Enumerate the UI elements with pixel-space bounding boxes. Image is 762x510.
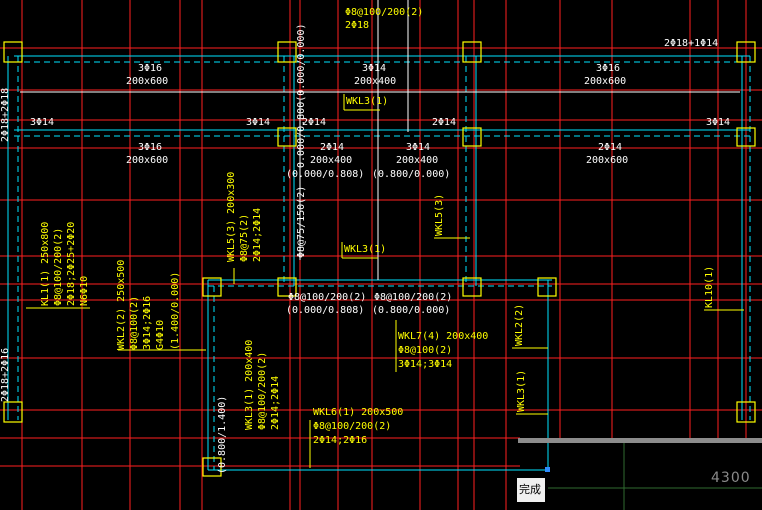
row3-beam3-bars: 3Φ14 (406, 142, 431, 153)
top-bars-label: 2Φ18 (345, 20, 370, 31)
wkl6-bars-label: 2Φ14;2Φ16 (313, 435, 368, 446)
wkl3-mid-label: WKL3(1) (344, 244, 387, 255)
wkl5-bars-label: 2Φ14;2Φ14 (252, 207, 263, 262)
mid-stirrup-2: Φ8@100/200(2) (374, 292, 453, 303)
row3-beam2-size: 200x400 (310, 155, 353, 166)
row2-right-bars: 3Φ14 (706, 117, 731, 128)
beam3-size-label: 200x600 (584, 76, 627, 87)
row3-beam4-size: 200x600 (586, 155, 629, 166)
wkl7-name-label: WKL7(4) 200x400 (398, 331, 489, 342)
kl1-extra-label: N6Φ10 (79, 275, 90, 306)
beam3-bars-label: 3Φ16 (596, 63, 621, 74)
wkl6-stirrup-label: Φ8@100/200(2) (313, 421, 392, 432)
mid-stirrup-1: Φ8@100/200(2) (288, 292, 367, 303)
beam1-bars-label: 3Φ16 (138, 63, 163, 74)
row2-mid3-bars: 2Φ14 (432, 117, 457, 128)
vertical-offset-top: 0.000/0.800(0.000/0.000) (296, 23, 307, 169)
wkl2-stirrup-label: Φ8@100(2) (129, 295, 140, 350)
kl1-bars-label: 2Φ18;2Φ25+2Φ20 (66, 221, 77, 306)
wkl6-name-label: WKL6(1) 200x500 (313, 407, 404, 418)
kl10-label: KL10(1) (704, 265, 715, 308)
wkl2-bars-label: 3Φ14;2Φ16 (142, 295, 153, 350)
row3-beam3-size: 200x400 (396, 155, 439, 166)
wkl7-bars-label: 3Φ14;3Φ14 (398, 359, 453, 370)
kl1-stirrup-label: Φ8@100/200(2) (53, 227, 64, 306)
wkl5-beam-label: WKL5(3) 200x300 (226, 171, 237, 262)
row3-beam3-offset: (0.800/0.000) (372, 169, 451, 180)
coordinate-readout: 4300 (711, 470, 751, 486)
beam-outlines (7, 55, 751, 471)
row3-beam2-offset: (0.000/0.808) (286, 169, 365, 180)
vertical-offset-bottom: (0.800/1.400) (217, 395, 228, 474)
columns (3, 41, 756, 477)
row2-left-bars: 3Φ14 (30, 117, 55, 128)
wkl3-right-label: WKL3(1) (516, 369, 527, 412)
wkl2-right-label: WKL2(2) (514, 303, 525, 346)
vertical-stirrup-mid: Φ8@75/150(2) (296, 185, 307, 258)
annotation-leaders (26, 94, 744, 468)
wkl3-top-label: WKL3(1) (346, 96, 389, 107)
wkl3-vertical-name: WKL3(1) 200x400 (244, 339, 255, 430)
wkl3-vertical-stirrup: Φ8@100/200(2) (257, 351, 268, 430)
status-area (518, 438, 762, 510)
wkl5-right-label: WKL5(3) (434, 193, 445, 236)
row3-beam1-bars: 3Φ16 (138, 142, 163, 153)
wkl7-stirrup-label: Φ8@100(2) (398, 345, 453, 356)
wkl5-stirrup-label: Φ8@75(2) (239, 213, 250, 262)
mid-offset-2: (0.800/0.000) (372, 305, 451, 316)
row3-beam4-bars: 2Φ14 (598, 142, 623, 153)
row3-beam1-size: 200x600 (126, 155, 169, 166)
row2-mid2-bars: 2Φ14 (302, 117, 327, 128)
leader-lines (20, 0, 740, 280)
wkl3-vertical-bars: 2Φ14;2Φ14 (270, 375, 281, 430)
beam2-bars-label: 3Φ14 (362, 63, 387, 74)
left-vertical-bars-bottom: 2Φ18+2Φ16 (0, 347, 11, 402)
top-stirrup-label: Φ8@100/200(2) (345, 7, 424, 18)
wkl2-offset-label: (1.400/0.000) (170, 271, 181, 350)
row2-mid1-bars: 3Φ14 (246, 117, 271, 128)
wkl2-name-label: WKL2(2) 250x500 (116, 259, 127, 350)
kl1-name-label: KL1(1) 250x800 (40, 221, 51, 306)
wkl2-g-label: G4Φ10 (155, 319, 166, 350)
row3-beam2-bars: 2Φ14 (320, 142, 345, 153)
beam1-size-label: 200x600 (126, 76, 169, 87)
top-right-bars-label: 2Φ18+1Φ14 (664, 38, 719, 49)
done-button[interactable]: 完成 (517, 478, 545, 502)
left-vertical-bars-top: 2Φ18+2Φ18 (0, 87, 11, 142)
beam2-size-label: 200x400 (354, 76, 397, 87)
mid-offset-1: (0.000/0.808) (286, 305, 365, 316)
